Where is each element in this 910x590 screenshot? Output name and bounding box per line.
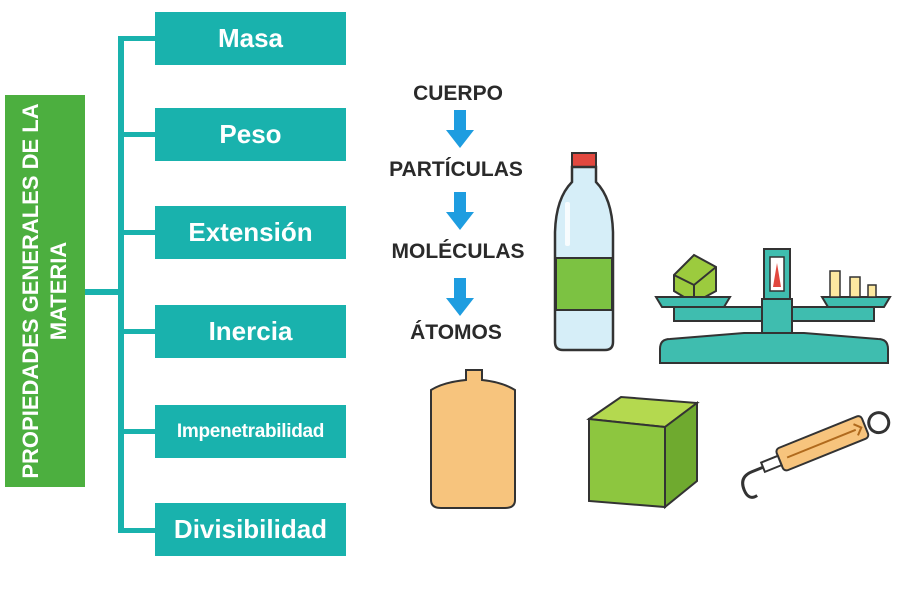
chain-atomos: ÁTOMOS [410, 321, 502, 344]
property-impenetrabilidad: Impenetrabilidad [155, 405, 346, 458]
connector-branch [118, 429, 155, 434]
property-divisibilidad: Divisibilidad [155, 503, 346, 556]
property-inercia: Inercia [155, 305, 346, 358]
balance-scale-icon [654, 248, 892, 364]
container-icon [430, 369, 516, 509]
connector-branch [118, 230, 155, 235]
connector-branch [118, 329, 155, 334]
spring-scale-icon [741, 411, 891, 499]
diagram-title: PROPIEDADES GENERALES DE LA MATERIA [18, 103, 71, 479]
chain-moleculas: MOLÉCULAS [391, 240, 525, 263]
down-arrow-icon [446, 110, 474, 148]
chain-particulas: PARTÍCULAS [389, 158, 523, 181]
bottle-icon [553, 152, 615, 352]
connector-trunk [85, 289, 121, 295]
connector-branch [118, 528, 155, 533]
chain-cuerpo: CUERPO [413, 82, 503, 105]
property-peso: Peso [155, 108, 346, 161]
connector-spine [118, 36, 124, 533]
title-box: PROPIEDADES GENERALES DE LA MATERIA [5, 95, 85, 487]
down-arrow-icon [446, 192, 474, 230]
property-extension: Extensión [155, 206, 346, 259]
down-arrow-icon [446, 278, 474, 316]
connector-branch [118, 132, 155, 137]
cube-icon [586, 395, 700, 510]
property-masa: Masa [155, 12, 346, 65]
connector-branch [118, 36, 155, 41]
